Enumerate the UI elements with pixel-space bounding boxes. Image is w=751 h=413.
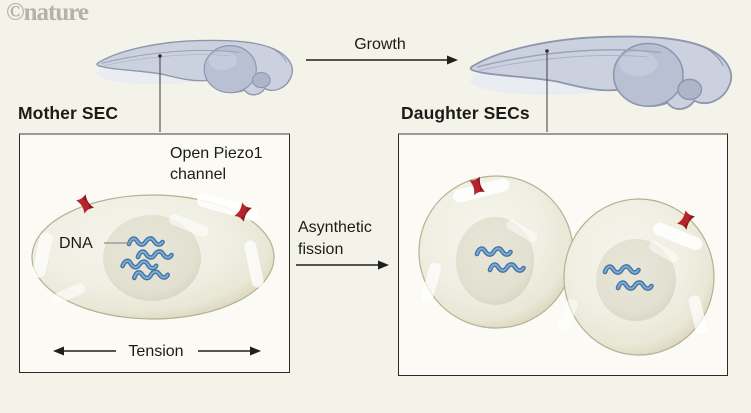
dna-label: DNA: [59, 235, 93, 252]
piezo-label-line1: Open Piezo1: [170, 145, 263, 162]
growth-arrow: [306, 55, 458, 65]
daughter-cell-left: [418, 175, 574, 329]
piezo-label-line2: channel: [170, 166, 227, 183]
embryo-large: [469, 35, 733, 110]
daughter-cells: [418, 175, 715, 356]
asynthetic-fission-label: Asynthetic fission: [298, 217, 372, 261]
embryo-small: [96, 39, 294, 96]
daughter-secs-title: Daughter SECs: [401, 103, 530, 123]
nature-logo: ©nature: [5, 0, 89, 26]
mother-sec-title: Mother SEC: [18, 103, 119, 123]
growth-label: Growth: [354, 36, 406, 53]
daughter-right-nucleus: [596, 239, 676, 321]
fission-arrow: [296, 260, 389, 270]
tension-arrow: [53, 346, 261, 356]
pointer-line-mother: [158, 54, 162, 132]
fission-label-line2: fission: [298, 241, 344, 258]
pointer-line-daughter: [545, 49, 549, 132]
mother-cell: [31, 193, 275, 320]
daughter-left-nucleus: [456, 217, 534, 305]
open-piezo1-channel-label: Open Piezo1 channel: [170, 143, 263, 185]
fission-label-line1: Asynthetic: [298, 219, 372, 236]
daughter-cell-right: [558, 198, 715, 356]
tension-label: Tension: [128, 343, 184, 360]
